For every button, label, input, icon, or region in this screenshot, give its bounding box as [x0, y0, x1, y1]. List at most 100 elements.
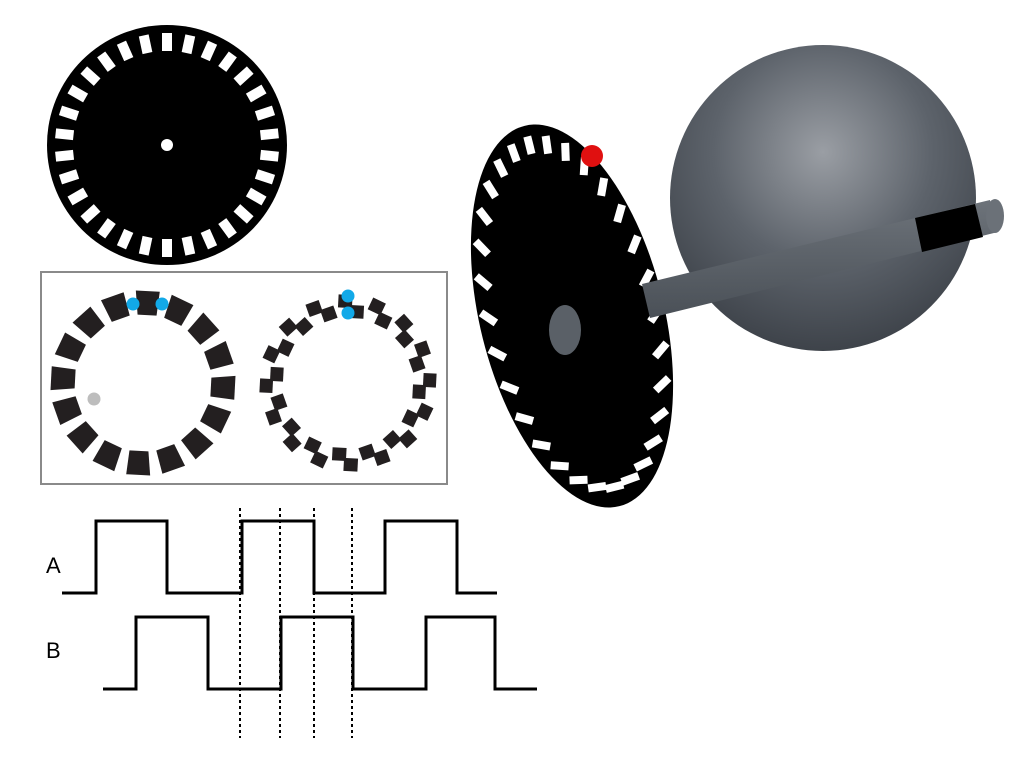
ring-block — [52, 396, 82, 426]
ring-block-pair — [331, 447, 359, 472]
disc-slot — [473, 273, 493, 291]
ring-block-pair — [358, 443, 391, 466]
disc-slot — [475, 206, 494, 227]
sensor-dot-blue — [341, 306, 355, 320]
signal-b-wave — [103, 615, 537, 691]
motor-sphere — [670, 45, 976, 351]
signal-b-label: B — [46, 638, 61, 663]
disc-slot — [650, 406, 670, 425]
ring-block-pair — [401, 402, 434, 428]
sensor-dot-blue — [126, 297, 140, 311]
disc-slot — [233, 204, 254, 224]
ring-block-pair — [367, 297, 393, 330]
disc-slot — [550, 461, 569, 471]
disc-slot — [620, 472, 641, 486]
quadrature-waveforms: A B — [46, 508, 537, 738]
disc-slot — [245, 187, 267, 206]
disc-slot — [233, 66, 254, 86]
disc-slot — [162, 33, 172, 51]
disc-slot — [482, 179, 499, 200]
disc-slot — [80, 204, 101, 224]
sensor-comparison-panel — [40, 271, 448, 485]
ring-block-pair — [262, 338, 295, 364]
ring-block-pair — [394, 313, 414, 349]
ring-block — [126, 450, 151, 476]
disc-slot — [487, 345, 508, 362]
disc-slot — [259, 149, 279, 162]
disc-slot — [499, 380, 520, 395]
disc-slot — [245, 84, 267, 103]
disc-slot — [218, 218, 237, 239]
disc-slot — [55, 128, 75, 141]
disc-slot — [506, 143, 521, 163]
disc-slot — [541, 135, 553, 155]
disc-slot — [514, 412, 535, 425]
disc-slot — [58, 169, 80, 185]
ring-block-pair — [265, 393, 288, 426]
ring-block — [204, 340, 234, 370]
disc-slot — [116, 228, 134, 250]
ring-block — [92, 440, 122, 472]
ring-block-pair — [382, 429, 418, 449]
disc-center-hole — [161, 139, 173, 151]
disc-slot — [651, 340, 670, 360]
sensor-dot-blue — [341, 289, 355, 303]
motor-shaft — [642, 200, 998, 318]
ring-block — [200, 404, 232, 434]
signal-a-label: A — [46, 553, 61, 578]
disc-slot — [162, 239, 172, 257]
ring-block — [72, 306, 105, 339]
ring-block — [156, 444, 186, 474]
ring-block — [50, 366, 76, 391]
disc-slot — [80, 66, 101, 86]
disc-slot — [254, 105, 276, 121]
disc-slot — [633, 456, 654, 472]
disc-slot — [478, 309, 499, 327]
disc-hub — [549, 305, 581, 355]
encoder-3d-view — [470, 45, 1004, 508]
disc-slot — [58, 105, 80, 121]
ring-block — [66, 421, 99, 454]
ring-block — [210, 375, 236, 400]
disc-slot — [472, 238, 491, 258]
ring-block — [181, 427, 214, 460]
disc-slots — [55, 33, 279, 257]
disc-slot — [181, 235, 196, 256]
ring-block-pair — [278, 317, 314, 337]
ring-block — [100, 292, 130, 322]
disc-slot — [604, 480, 625, 493]
disc-slot — [587, 481, 607, 493]
disc-slot — [200, 40, 218, 62]
disc-slot — [643, 434, 663, 451]
disc-slot — [138, 235, 153, 256]
ring-block-pair — [305, 300, 338, 323]
ring-block-pair — [303, 436, 329, 469]
disc-slot — [254, 169, 276, 185]
sensor-dot-red — [581, 145, 603, 167]
disc-slot — [97, 51, 116, 72]
ring-block-pair — [259, 366, 284, 394]
disc-slot — [116, 40, 134, 62]
quadrature-track-ring — [259, 294, 437, 472]
disc-slot — [138, 34, 153, 55]
disc-slot — [531, 439, 551, 451]
disc-slot — [627, 234, 642, 255]
ring-block — [187, 312, 220, 345]
signal-a-wave — [62, 519, 497, 595]
disc-slot — [181, 34, 196, 55]
disc-slot — [493, 158, 509, 178]
disc-slot — [67, 84, 89, 103]
sensor-dot-blue — [155, 297, 169, 311]
sensor-dot-gray — [87, 392, 101, 406]
disc-slot — [200, 228, 218, 250]
disc-slot — [55, 149, 75, 162]
ring-block — [164, 294, 194, 326]
disc-slot — [638, 268, 655, 289]
disc-slot — [561, 142, 570, 162]
disc-slot — [652, 375, 672, 394]
encoder-disc-top-view — [47, 25, 287, 265]
shaft-end — [986, 199, 1004, 233]
ring-block — [135, 290, 160, 316]
disc-slot — [259, 128, 279, 141]
